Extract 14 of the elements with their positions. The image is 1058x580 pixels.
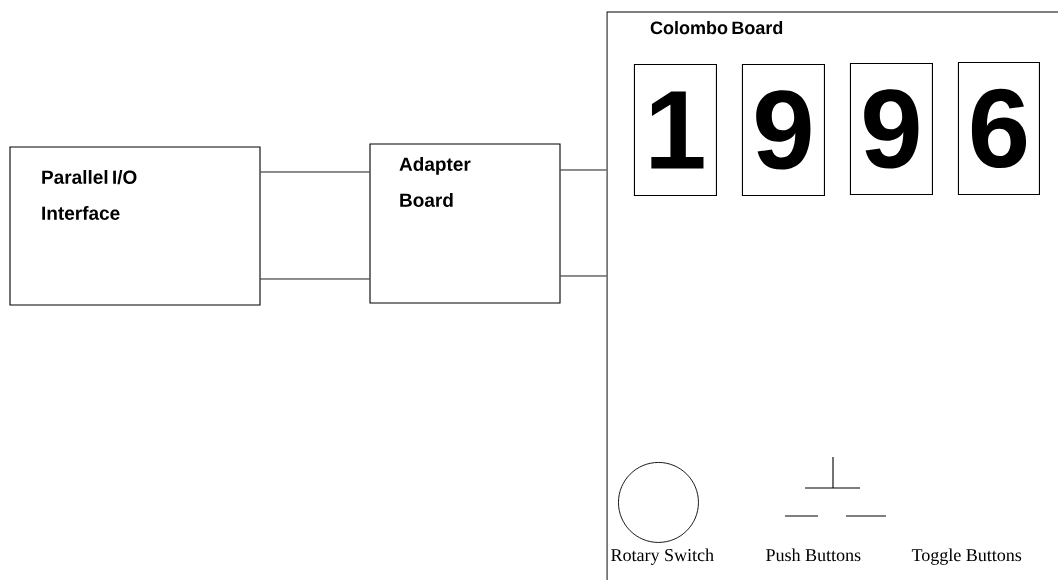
digit-box: 9 [741,63,825,196]
digit-box: 9 [849,62,933,195]
connector-line [560,169,607,171]
connector-line [560,275,607,277]
rotary-switch-symbol [618,462,699,543]
digit-box: 1 [633,63,717,196]
block-box: Adapter Board [369,143,561,304]
connector-line [260,171,370,173]
digit-box: 6 [957,61,1040,195]
connector-line [260,278,370,280]
component-label: Rotary Switch [611,548,714,565]
component-label: Push Buttons [766,548,861,562]
component-label: Toggle Buttons [911,548,1022,565]
block-box: Parallel I/O Interface [9,146,261,306]
